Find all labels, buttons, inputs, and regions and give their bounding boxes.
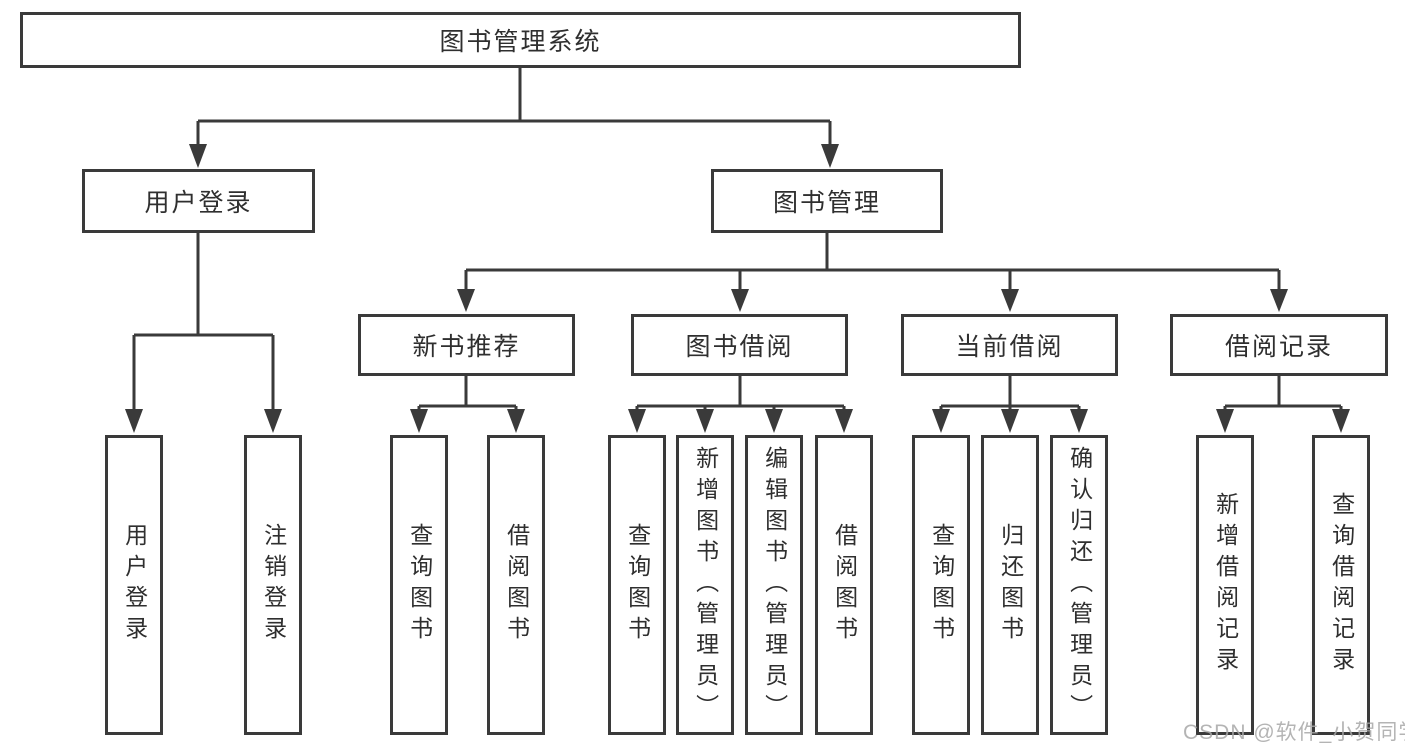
leaf-bb-add-books-admin: 新增图书（管理员） [676,435,734,735]
leaf-logout-login: 注销登录 [244,435,302,735]
leaf-cb-confirm-return-admin: 确认归还（管理员） [1050,435,1108,735]
leaf-bb-edit-books-admin: 编辑图书（管理员） [745,435,803,735]
leaf-user-login: 用户登录 [105,435,163,735]
watermark: CSDN @软件_小贺同学 [1183,721,1405,744]
leaf-cb-query-books: 查询图书 [912,435,970,735]
node-new-book-recommend: 新书推荐 [358,314,575,376]
leaf-nbr-query-books: 查询图书 [390,435,448,735]
leaf-bb-borrow-books: 借阅图书 [815,435,873,735]
node-current-borrowing: 当前借阅 [901,314,1118,376]
leaf-br-query-record: 查询借阅记录 [1312,435,1370,735]
leaf-cb-return-books: 归还图书 [981,435,1039,735]
node-root: 图书管理系统 [20,12,1021,68]
node-book-borrowing: 图书借阅 [631,314,848,376]
leaf-nbr-borrow-books: 借阅图书 [487,435,545,735]
arrowhead-icons [125,144,1350,433]
node-borrow-records: 借阅记录 [1170,314,1388,376]
node-book-management: 图书管理 [711,169,943,233]
node-user-login-branch: 用户登录 [82,169,315,233]
leaf-br-add-record: 新增借阅记录 [1196,435,1254,735]
leaf-bb-query-books: 查询图书 [608,435,666,735]
